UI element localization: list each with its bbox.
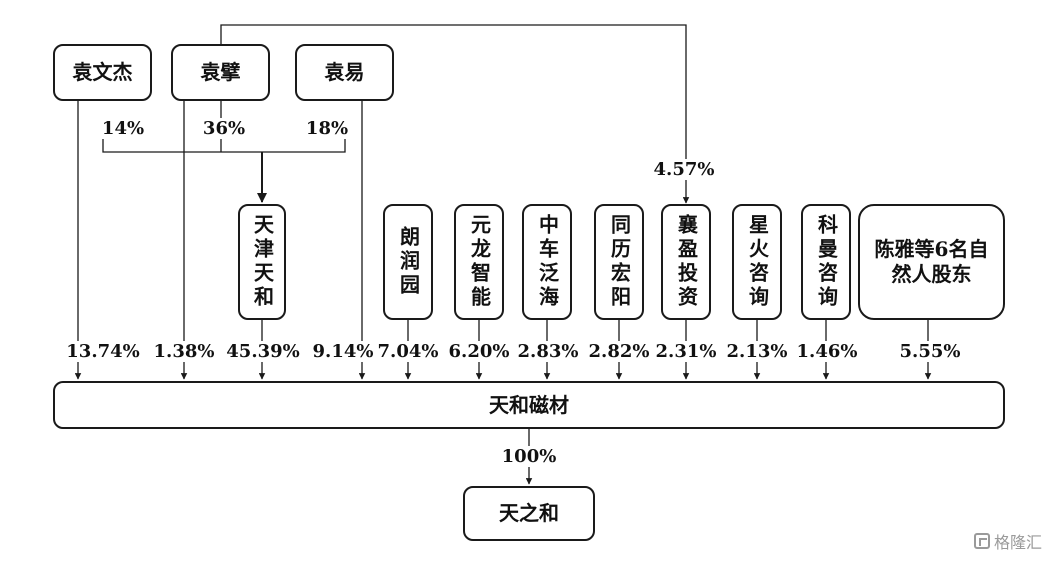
holder-xinghuo-zixun: 星火咨询 <box>732 204 782 320</box>
pct-yuan-bo-xiangying: 4.57% <box>651 159 717 180</box>
pct-chen-ya-group: 5.55% <box>897 341 963 362</box>
holder-xiangying-touzi: 襄盈投资 <box>661 204 711 320</box>
holder-tianjin-tianhe: 天津天和 <box>238 204 286 320</box>
holder-name: 中车泛海 <box>535 214 560 310</box>
pct-yuan-yi-direct: 9.14% <box>310 341 376 362</box>
watermark: 格隆汇 <box>973 529 1042 553</box>
pct-yuan-bo-tianjin: 36% <box>200 118 248 139</box>
holder-name: 袁文杰 <box>72 60 133 84</box>
holder-name: 元龙智能 <box>467 214 492 310</box>
holder-name: 陈雅等6名自然人股东 <box>874 237 989 286</box>
company-name: 天和磁材 <box>489 392 569 417</box>
pct-xiangying-touzi: 2.31% <box>653 341 719 362</box>
holder-yuan-bo: 袁擘 <box>171 44 270 101</box>
holder-chen-ya-group: 陈雅等6名自然人股东 <box>858 204 1005 320</box>
pct-yuanlong-zhineng: 6.20% <box>446 341 512 362</box>
gelonghui-logo-icon <box>973 533 990 549</box>
subsidiary-tianzhihe: 天之和 <box>463 486 595 541</box>
holder-yuanlong-zhineng: 元龙智能 <box>454 204 504 320</box>
pct-subsidiary: 100% <box>499 446 559 467</box>
holder-name: 袁易 <box>324 60 365 84</box>
pct-tianjin-tianhe: 45.39% <box>224 341 302 362</box>
holder-name: 朗润园 <box>396 226 421 298</box>
pct-zhongche-fanhai: 2.83% <box>515 341 581 362</box>
watermark-text: 格隆汇 <box>993 533 1042 552</box>
pct-langrunyuan: 7.04% <box>375 341 441 362</box>
holder-name: 袁擘 <box>200 60 241 84</box>
holder-name: 科曼咨询 <box>814 214 839 310</box>
pct-keman-zixun: 1.46% <box>794 341 860 362</box>
pct-yuan-bo-direct: 1.38% <box>151 341 217 362</box>
holder-tongli-hongyang: 同历宏阳 <box>594 204 644 320</box>
company-tianhe-cicai: 天和磁材 <box>53 381 1005 429</box>
holder-keman-zixun: 科曼咨询 <box>801 204 851 320</box>
holder-langrunyuan: 朗润园 <box>383 204 433 320</box>
holder-name: 襄盈投资 <box>674 214 699 310</box>
holder-name: 同历宏阳 <box>607 214 632 310</box>
pct-xinghuo-zixun: 2.13% <box>724 341 790 362</box>
pct-yuan-wenjie-tianjin: 14% <box>99 118 147 139</box>
holder-name: 天津天和 <box>250 214 275 310</box>
holder-yuan-yi: 袁易 <box>295 44 394 101</box>
pct-yuan-wenjie-direct: 13.74% <box>64 341 142 362</box>
holder-yuan-wenjie: 袁文杰 <box>53 44 152 101</box>
holder-name: 星火咨询 <box>745 214 770 310</box>
pct-tongli-hongyang: 2.82% <box>586 341 652 362</box>
subsidiary-name: 天之和 <box>499 501 559 525</box>
pct-yuan-yi-tianjin: 18% <box>303 118 351 139</box>
holder-zhongche-fanhai: 中车泛海 <box>522 204 572 320</box>
